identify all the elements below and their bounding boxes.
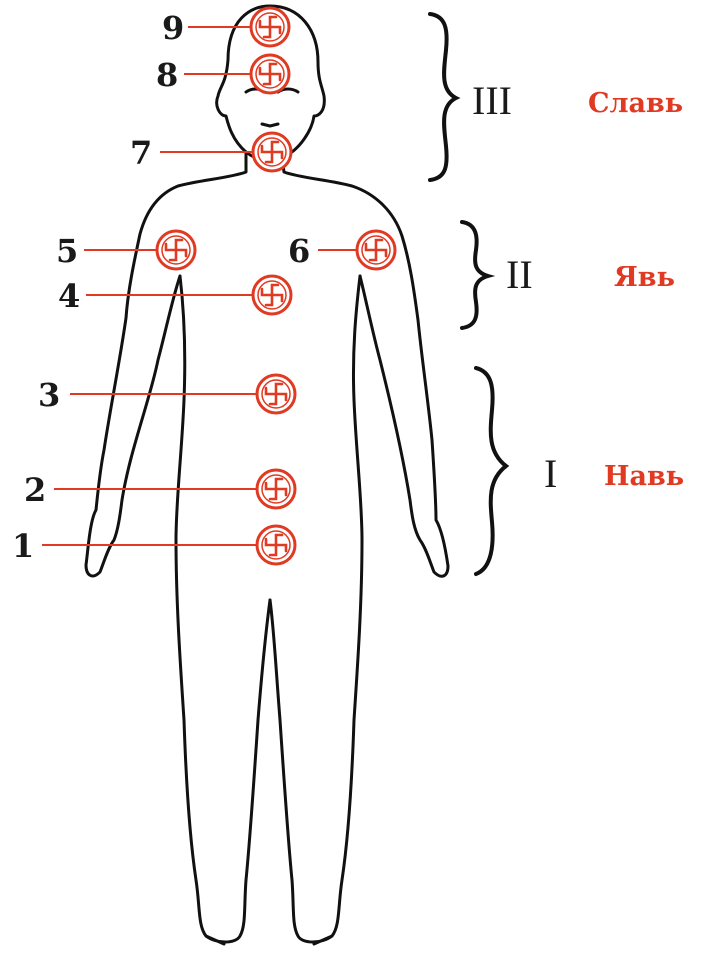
group-realm-name: Навь [604, 461, 684, 492]
group-yav: II Явь [506, 252, 675, 297]
marker-9: 9 [162, 8, 289, 47]
marker-6: 6 [288, 231, 395, 270]
marker-8: 8 [156, 55, 289, 94]
group-roman-numeral: I [544, 451, 557, 496]
swastika-circle-icon [357, 231, 395, 269]
marker-label: 9 [162, 9, 184, 47]
marker-4: 4 [58, 276, 291, 315]
curly-brace-icon [462, 222, 488, 328]
marker-label: 3 [38, 376, 60, 414]
group-nav: I Навь [544, 451, 684, 496]
swastika-circle-icon [157, 231, 195, 269]
curly-brace-icon [430, 14, 456, 180]
swastika-circle-icon [257, 470, 295, 508]
marker-label: 4 [58, 277, 80, 315]
marker-2: 2 [24, 470, 295, 509]
curly-brace-icon [476, 368, 506, 574]
swastika-circle-icon [251, 8, 289, 46]
marker-3: 3 [38, 375, 295, 414]
group-slav: III Славь [472, 78, 683, 123]
marker-label: 2 [24, 471, 46, 509]
group-realm-name: Славь [588, 88, 683, 119]
marker-label: 6 [288, 232, 310, 270]
swastika-circle-icon [251, 55, 289, 93]
marker-label: 8 [156, 56, 178, 94]
group-roman-numeral: II [506, 252, 533, 297]
marker-label: 5 [56, 232, 78, 270]
swastika-circle-icon [257, 526, 295, 564]
marker-label: 7 [130, 134, 152, 172]
marker-1: 1 [12, 526, 295, 565]
group-roman-numeral: III [472, 78, 512, 123]
group-realm-name: Явь [614, 262, 675, 293]
marker-7: 7 [130, 133, 291, 172]
swastika-circle-icon [253, 133, 291, 171]
marker-5: 5 [56, 231, 195, 270]
swastika-circle-icon [253, 276, 291, 314]
swastika-circle-icon [257, 375, 295, 413]
marker-label: 1 [12, 527, 34, 565]
